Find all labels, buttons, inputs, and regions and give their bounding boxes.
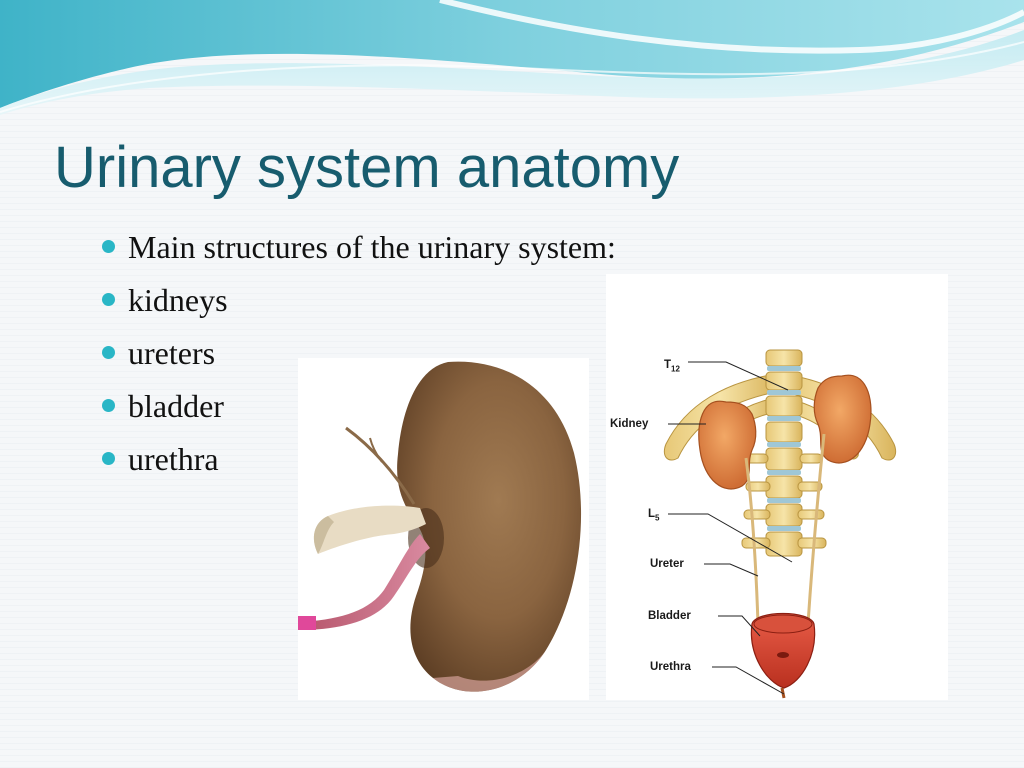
slide-title: Urinary system anatomy [54,135,680,200]
label-l5: L5 [648,507,659,525]
label-bladder: Bladder [648,610,691,622]
label-urethra: Urethra [650,661,691,673]
label-ureter: Ureter [650,558,684,570]
label-t12-main: T [664,359,672,371]
bullet-text: bladder [128,388,224,424]
bullet-text: ureters [128,335,216,371]
bullet-item-bladder: bladder [102,381,616,434]
bullet-text: Main structures of the urinary system: [128,229,616,265]
bullet-item-urethra: urethra [102,434,616,487]
label-t12: T12 [664,358,680,376]
intervertebral-discs [767,366,801,531]
bullet-item-kidneys: kidneys [102,275,616,328]
bullet-icon [102,293,115,306]
bullet-item-ureters: ureters [102,328,616,381]
label-l5-main: L [648,508,656,520]
bullet-list: Main structures of the urinary system: k… [102,222,616,487]
bullet-icon [102,399,115,412]
kidney-photo [298,358,589,700]
anatomy-illustration [663,349,897,699]
label-kidney: Kidney [610,418,649,430]
label-t12-sub: 12 [671,364,680,374]
bullet-icon [102,240,115,253]
vertebrae [765,349,803,557]
bullet-text: kidneys [128,282,228,318]
urinary-anatomy-diagram: T12 Kidney L5 Ureter Bladder Urethra [606,274,948,700]
bullet-item-main-structures: Main structures of the urinary system: [102,222,616,275]
label-l5-sub: 5 [655,513,660,523]
header-wave-banner [0,0,1024,115]
bullet-text: urethra [128,441,219,477]
bullet-icon [102,346,115,359]
bullet-icon [102,452,115,465]
